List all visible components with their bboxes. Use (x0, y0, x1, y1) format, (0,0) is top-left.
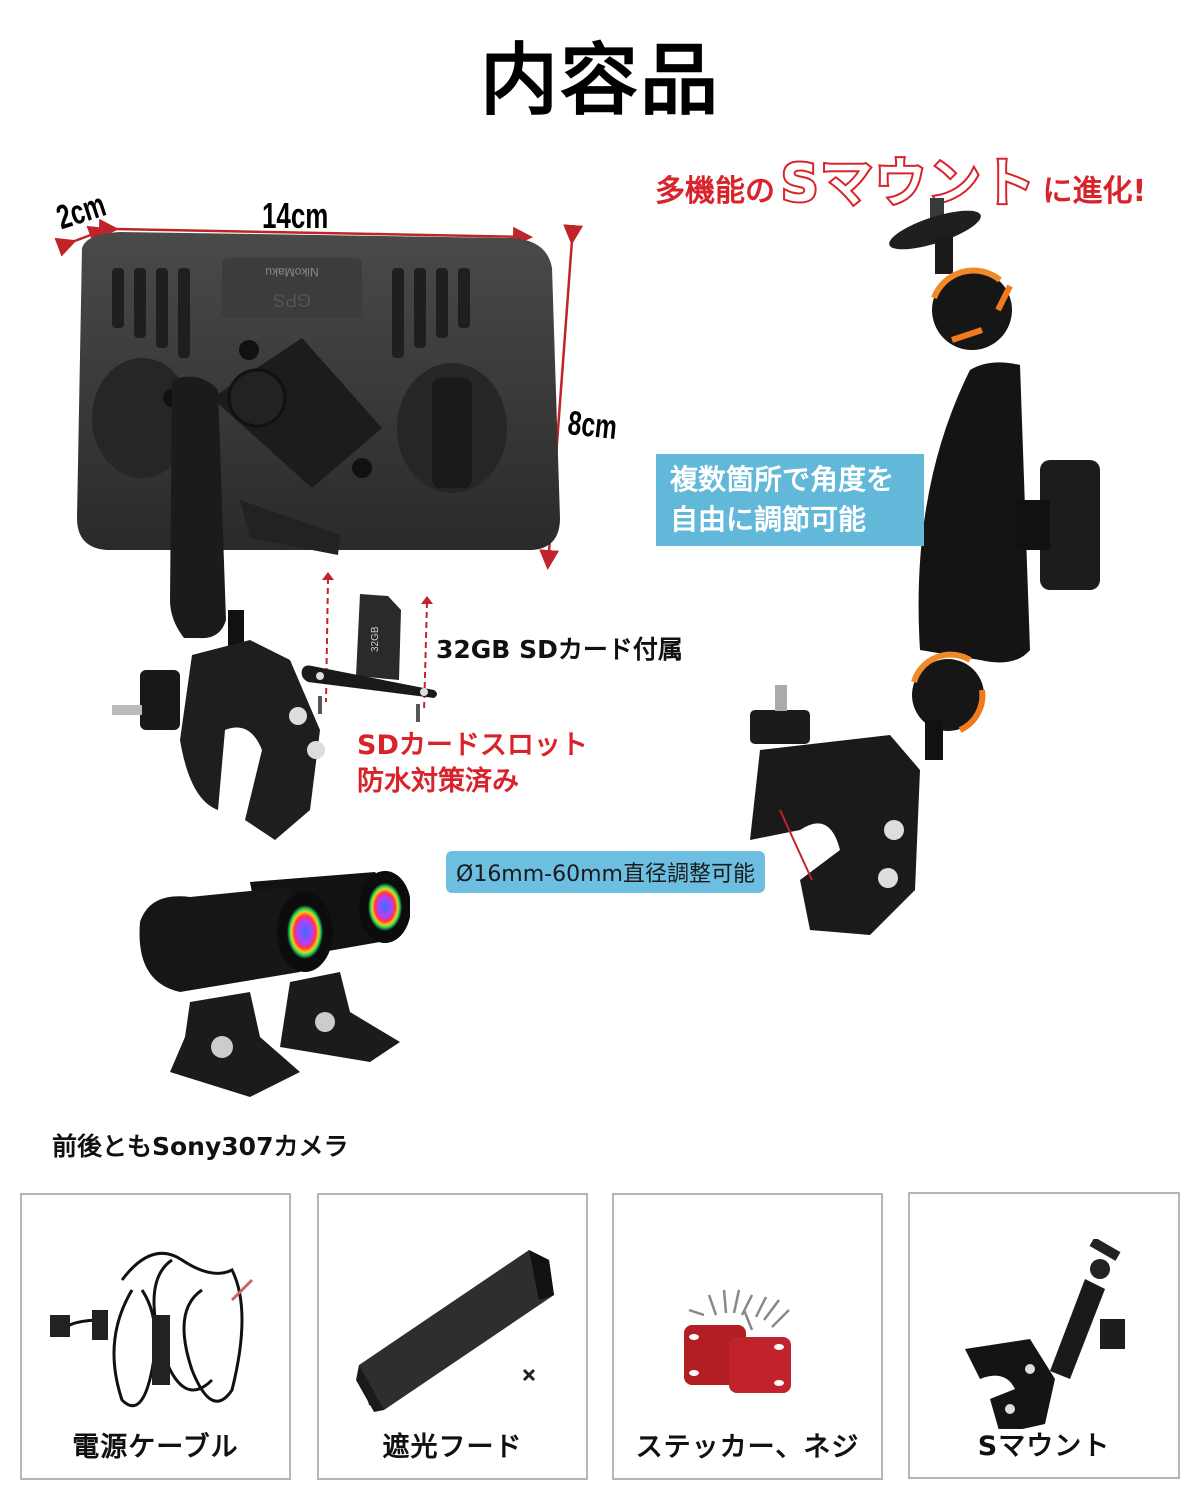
adjust-angle-callout: 複数箇所で角度を 自由に調節可能 (656, 454, 924, 546)
svg-text:GPS: GPS (273, 290, 311, 310)
s-mount-icon (965, 1239, 1125, 1429)
headline-suffix: に進化! (1042, 174, 1147, 209)
accessory-label-power-cable: 電源ケーブル (72, 1432, 239, 1463)
sd-card-bracket-image: 32GB (301, 572, 437, 722)
accessory-label-stickers-screws: ステッカー、ネジ (635, 1432, 860, 1463)
s-mount-exploded-image (750, 198, 1100, 935)
adjust-angle-line-1: 複数箇所で角度を (670, 463, 895, 496)
clamp-diameter-callout: Ø16mm-60mm直径調整可能 (446, 851, 765, 893)
svg-text:NikoMaku: NikoMaku (265, 265, 318, 279)
camera-label: 前後ともSony307カメラ (52, 1132, 349, 1161)
power-cable-icon (50, 1251, 254, 1408)
headline-prefix: 多機能の (655, 174, 775, 209)
accessory-label-sun-hood: 遮光フード (382, 1432, 523, 1463)
svg-text:32GB: 32GB (370, 626, 381, 652)
page-title: 内容品 (479, 36, 720, 126)
cameras-image (139, 871, 410, 1097)
accessory-card-s-mount: Sマウント (908, 1192, 1180, 1479)
sd-slot-label: SDカードスロット 防水対策済み (357, 728, 588, 800)
sticker-screws-icon (684, 1289, 791, 1393)
adjust-angle-line-2: 自由に調節可能 (670, 503, 867, 536)
accessory-label-s-mount: Sマウント (977, 1431, 1111, 1462)
left-mount-arm-image (112, 376, 340, 840)
headline-emphasis: Sマウント (779, 154, 1037, 214)
accessory-card-stickers-screws: ステッカー、ネジ (612, 1193, 883, 1480)
accessory-card-sun-hood: 遮光フード (317, 1193, 588, 1480)
sd-slot-line-2: 防水対策済み (357, 766, 519, 797)
sun-hood-icon (356, 1250, 554, 1412)
s-mount-headline: 多機能の Sマウント に進化! (655, 140, 1200, 214)
sd-card-included-label: 32GB SDカード付属 (436, 635, 683, 664)
accessory-card-power-cable: 電源ケーブル (20, 1193, 291, 1480)
sd-slot-line-1: SDカードスロット (357, 730, 588, 761)
